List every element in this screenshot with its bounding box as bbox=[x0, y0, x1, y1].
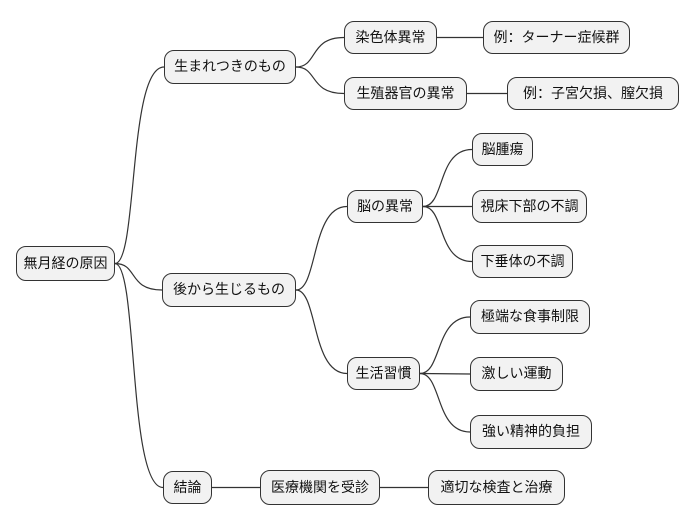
node-medical-visit: 医療機関を受診 bbox=[260, 470, 380, 505]
node-hypothalamus-disorder: 視床下部の不調 bbox=[472, 190, 587, 223]
node-brain-abnormality: 脳の異常 bbox=[347, 190, 423, 223]
node-chromosomal-abnormality: 染色体異常 bbox=[344, 21, 437, 54]
node-mental-stress: 強い精神的負担 bbox=[470, 415, 592, 449]
edge-acquired-lifestyle bbox=[295, 289, 348, 375]
node-brain-tumor-label: 脳腫瘍 bbox=[481, 141, 524, 158]
node-uterine-label: 例：子宮欠損、膣欠損 bbox=[523, 85, 663, 102]
node-conclusion: 結論 bbox=[163, 471, 212, 504]
node-conclusion-label: 結論 bbox=[173, 479, 202, 496]
node-brain-label: 脳の異常 bbox=[357, 198, 413, 215]
node-diet-label: 極端な食事制限 bbox=[481, 309, 579, 325]
node-medical-visit-label: 医療機関を受診 bbox=[271, 479, 369, 496]
node-stress-label: 強い精神的負担 bbox=[482, 424, 580, 440]
edge-brain-pituitary bbox=[422, 205, 473, 263]
node-lifestyle: 生活習慣 bbox=[347, 357, 420, 390]
node-acquired: 後から生じるもの bbox=[162, 273, 296, 307]
edge-congenital-chromosomal bbox=[295, 36, 345, 68]
node-diet-restriction: 極端な食事制限 bbox=[470, 300, 590, 334]
node-hypothalamus-label: 視床下部の不調 bbox=[480, 198, 579, 215]
node-intense-exercise: 激しい運動 bbox=[470, 357, 563, 391]
node-reproductive-abnormality: 生殖器官の異常 bbox=[344, 77, 467, 110]
edge-root-conclusion bbox=[114, 262, 164, 489]
node-pituitary-label: 下垂体の不調 bbox=[480, 253, 565, 270]
node-pituitary-disorder: 下垂体の不調 bbox=[472, 245, 573, 278]
edge-congenital-reproductive bbox=[295, 66, 345, 95]
node-congenital: 生まれつきのもの bbox=[164, 50, 296, 84]
edge-acquired-brain bbox=[295, 205, 348, 291]
node-treatment: 適切な検査と治療 bbox=[428, 470, 565, 505]
node-chromosomal-label: 染色体異常 bbox=[355, 29, 426, 46]
edge-lifestyle-stress bbox=[419, 372, 471, 433]
node-acquired-label: 後から生じるもの bbox=[173, 282, 285, 298]
edge-root-acquired bbox=[114, 262, 163, 291]
node-turner-label: 例：ターナー症候群 bbox=[493, 29, 620, 46]
edge-lifestyle-diet bbox=[419, 316, 471, 375]
node-turner-example: 例：ターナー症候群 bbox=[483, 21, 630, 54]
node-treatment-label: 適切な検査と治療 bbox=[440, 479, 553, 496]
node-uterine-vaginal-example: 例：子宮欠損、膣欠損 bbox=[507, 77, 679, 110]
node-exercise-label: 激しい運動 bbox=[481, 366, 552, 382]
edge-lifestyle-exercise bbox=[419, 372, 471, 375]
node-brain-tumor: 脳腫瘍 bbox=[472, 133, 533, 166]
node-lifestyle-label: 生活習慣 bbox=[355, 365, 412, 382]
node-root: 無月経の原因 bbox=[16, 246, 115, 281]
edge-root-congenital bbox=[114, 66, 165, 265]
node-congenital-label: 生まれつきのもの bbox=[174, 59, 286, 75]
node-reproductive-label: 生殖器官の異常 bbox=[356, 85, 455, 102]
edge-brain-tumor bbox=[422, 148, 473, 208]
node-root-label: 無月経の原因 bbox=[23, 255, 108, 272]
